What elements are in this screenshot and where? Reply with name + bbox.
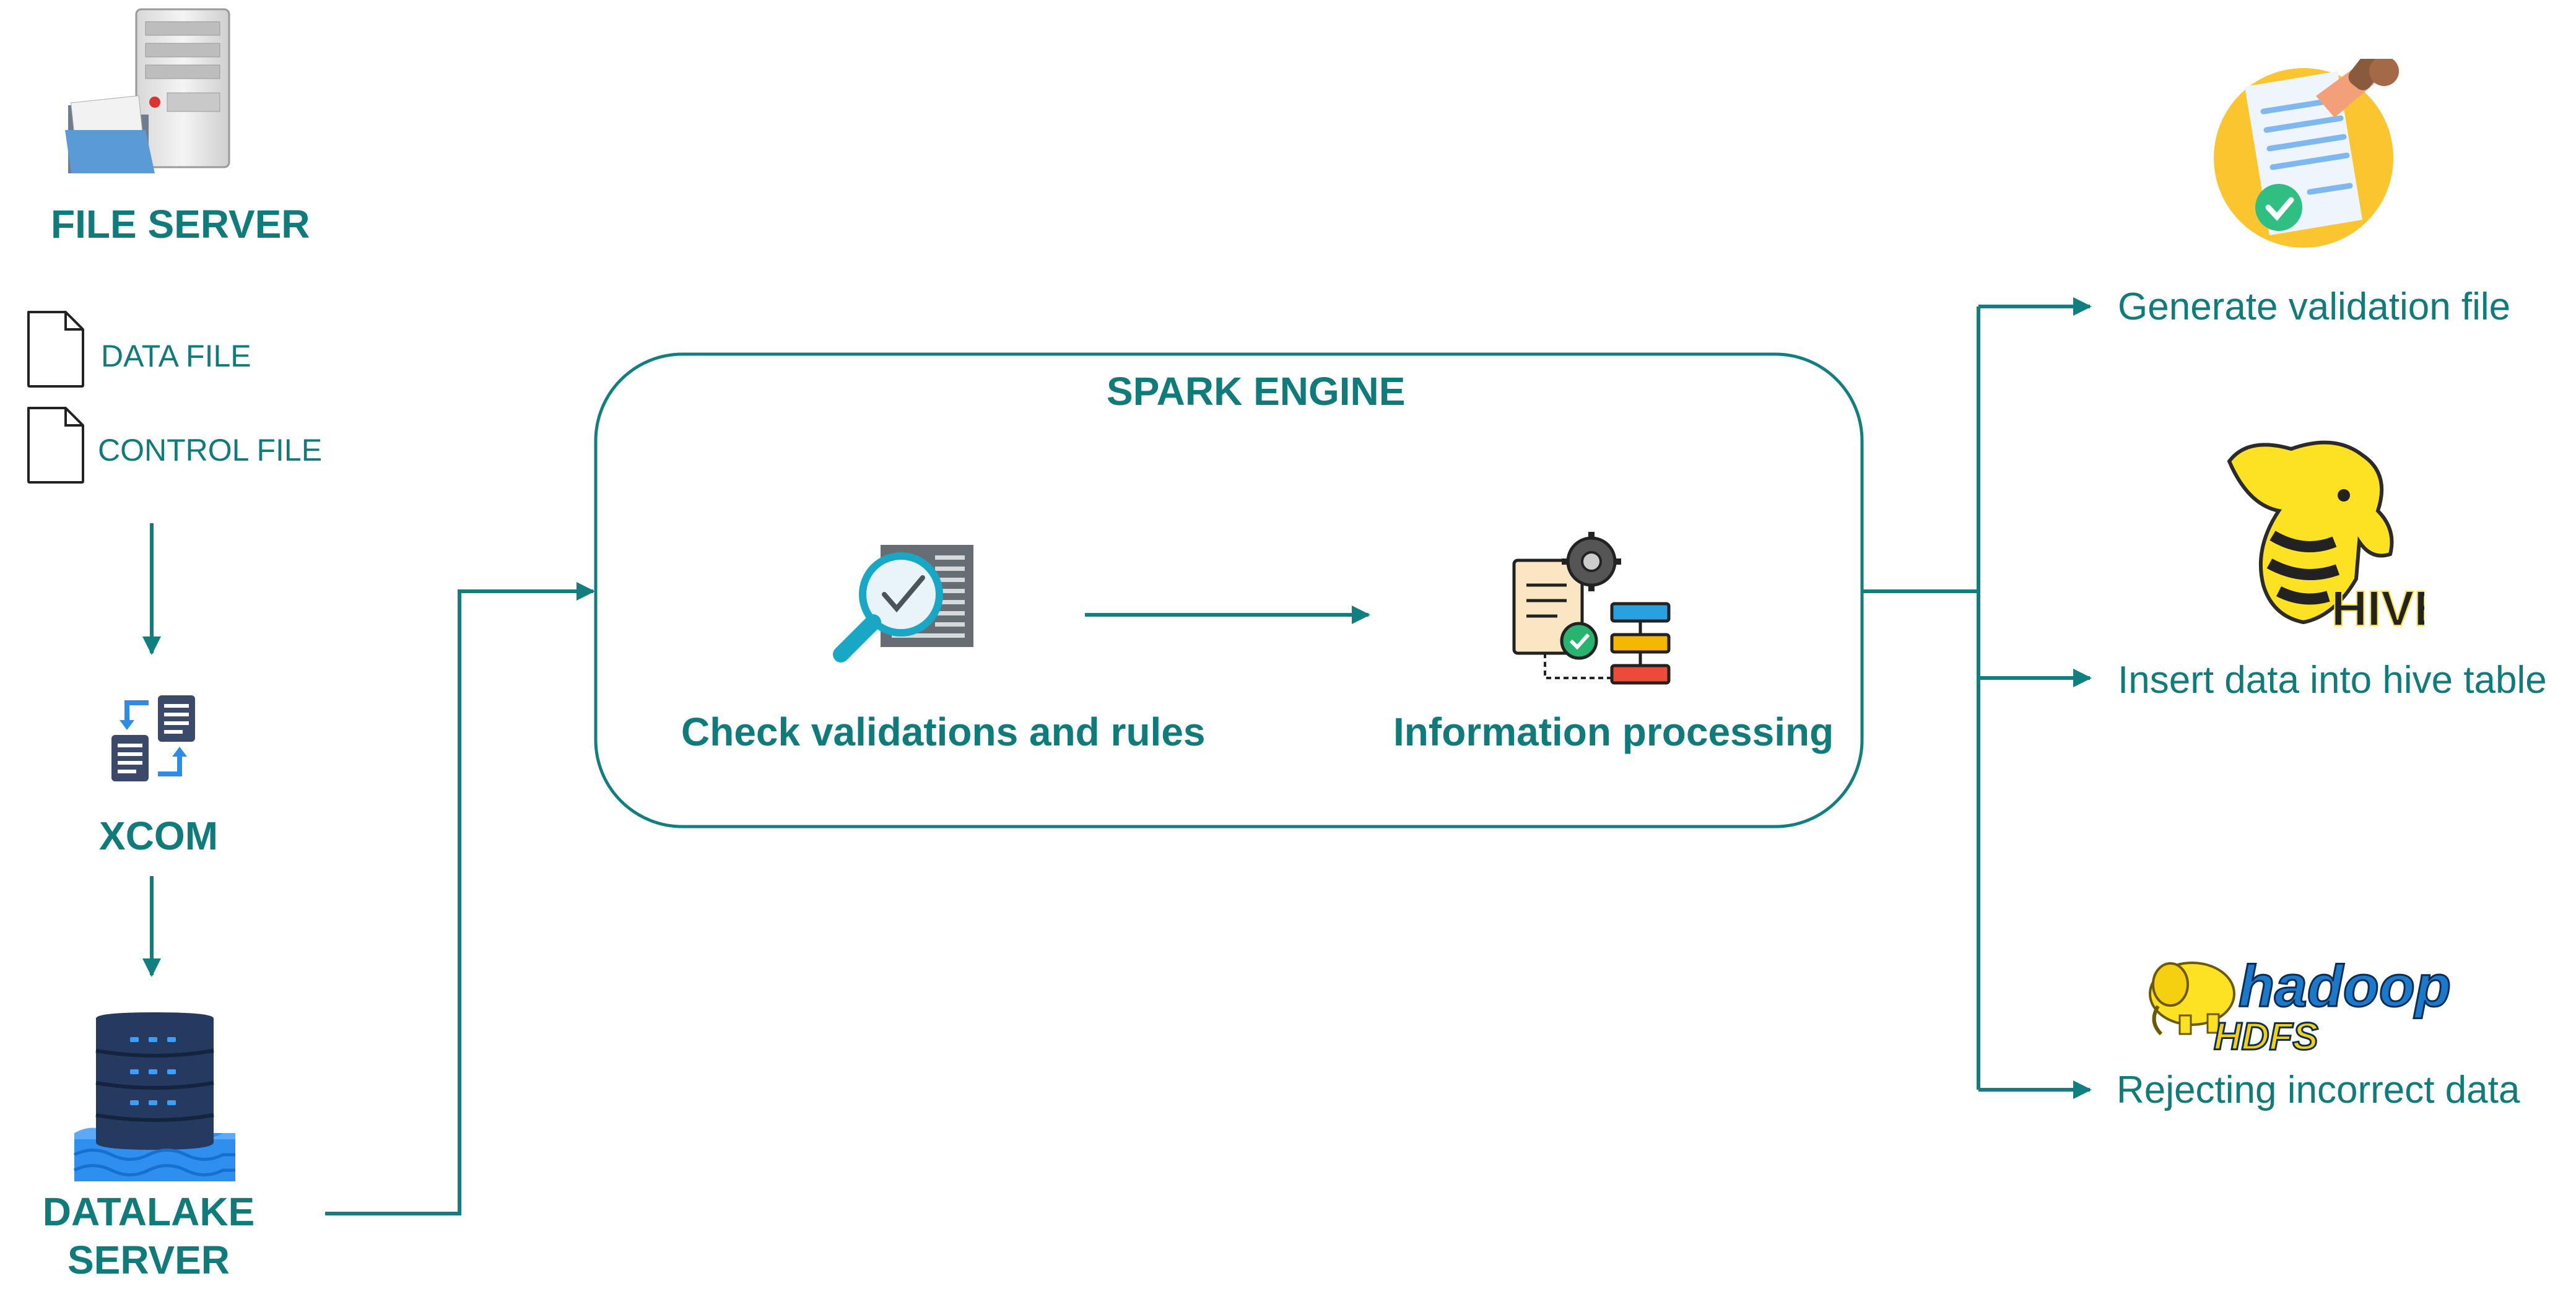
spark-engine-box: [594, 352, 1864, 828]
hive-logo-text: HIVE: [2331, 581, 2424, 635]
information-processing-label: Information processing: [1393, 710, 1834, 754]
magnifier-check-icon: [830, 542, 978, 666]
generate-validation-file-label: Generate validation file: [2118, 285, 2511, 328]
control-file-label: CONTROL FILE: [98, 433, 323, 467]
server-icon: [62, 6, 248, 180]
xcom-label: XCOM: [99, 814, 218, 858]
hive-logo-icon: HIVE: [2211, 437, 2448, 636]
datalake-label-line1: DATALAKE: [42, 1189, 255, 1234]
file-server-label: FILE SERVER: [51, 202, 310, 246]
check-validations-label: Check validations and rules: [681, 710, 1206, 754]
arrow-datalake-to-engine: [325, 582, 595, 1215]
hadoop-hdfs-logo-icon: hadoop HDFS: [2146, 947, 2474, 1059]
file-transfer-icon: [105, 690, 201, 786]
hdfs-logo-text: HDFS: [2214, 1015, 2318, 1056]
insert-hive-table-label: Insert data into hive table: [2118, 659, 2547, 702]
document-icon: [25, 310, 87, 389]
data-file-label: DATA FILE: [101, 339, 251, 373]
database-icon: [68, 1012, 242, 1183]
hadoop-logo-text: hadoop: [2239, 954, 2451, 1019]
rejecting-incorrect-data-label: Rejecting incorrect data: [2117, 1069, 2520, 1111]
document-icon: [25, 406, 87, 485]
approved-document-icon: [2208, 55, 2406, 257]
spark-engine-title: SPARK ENGINE: [1107, 369, 1406, 414]
process-flow-icon: [1508, 529, 1675, 690]
datalake-label-line2: SERVER: [67, 1238, 230, 1282]
datalake-server-label: DATALAKE SERVER: [19, 1188, 279, 1284]
